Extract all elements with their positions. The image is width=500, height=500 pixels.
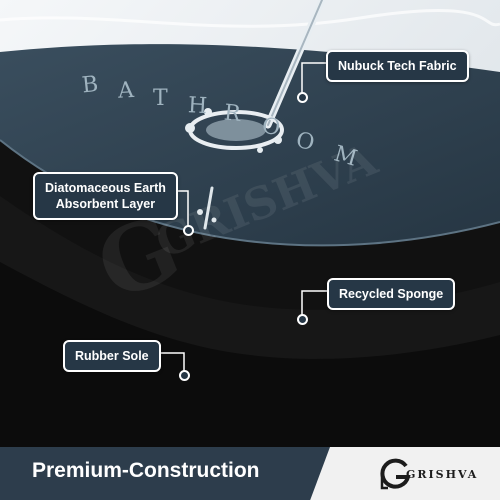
callout-dot [183,225,194,236]
callout-dot [297,314,308,325]
callout-label: Rubber Sole [75,349,149,363]
water-droplet [274,136,282,144]
callout-label: Nubuck Tech Fabric [338,59,457,73]
water-droplet [257,147,263,153]
callout-nubuck-fabric: Nubuck Tech Fabric [326,50,469,82]
water-droplet [185,123,195,133]
footer-banner: Premium-Construction [0,447,330,500]
water-droplet [204,108,212,116]
water-droplet [197,209,203,215]
diatomaceous-layer [0,135,500,310]
callout-dot [179,370,190,381]
callout-dot [297,92,308,103]
callout-label: Diatomaceous Earth [45,181,166,195]
footer-title: Premium-Construction [32,459,260,482]
callout-label: Recycled Sponge [339,287,444,301]
water-splash-icon [206,119,266,141]
footer-bar: Premium-Construction GRISHVA [0,447,500,500]
water-stream-icon [203,186,214,230]
callout-diatomaceous-layer: Diatomaceous Earth Absorbent Layer [33,172,178,220]
brand-logo-text: GRISHVA [406,468,479,481]
water-stream-icon [267,0,323,126]
recycled-sponge-layer [0,190,500,359]
brand-logo-icon [380,458,411,490]
water-ripple [0,9,500,28]
callout-rubber-sole: Rubber Sole [63,340,161,372]
callout-label: Absorbent Layer [55,197,156,211]
callout-recycled-sponge: Recycled Sponge [327,278,456,310]
mat-print-letter: T [153,86,182,111]
water-droplet [211,217,217,223]
